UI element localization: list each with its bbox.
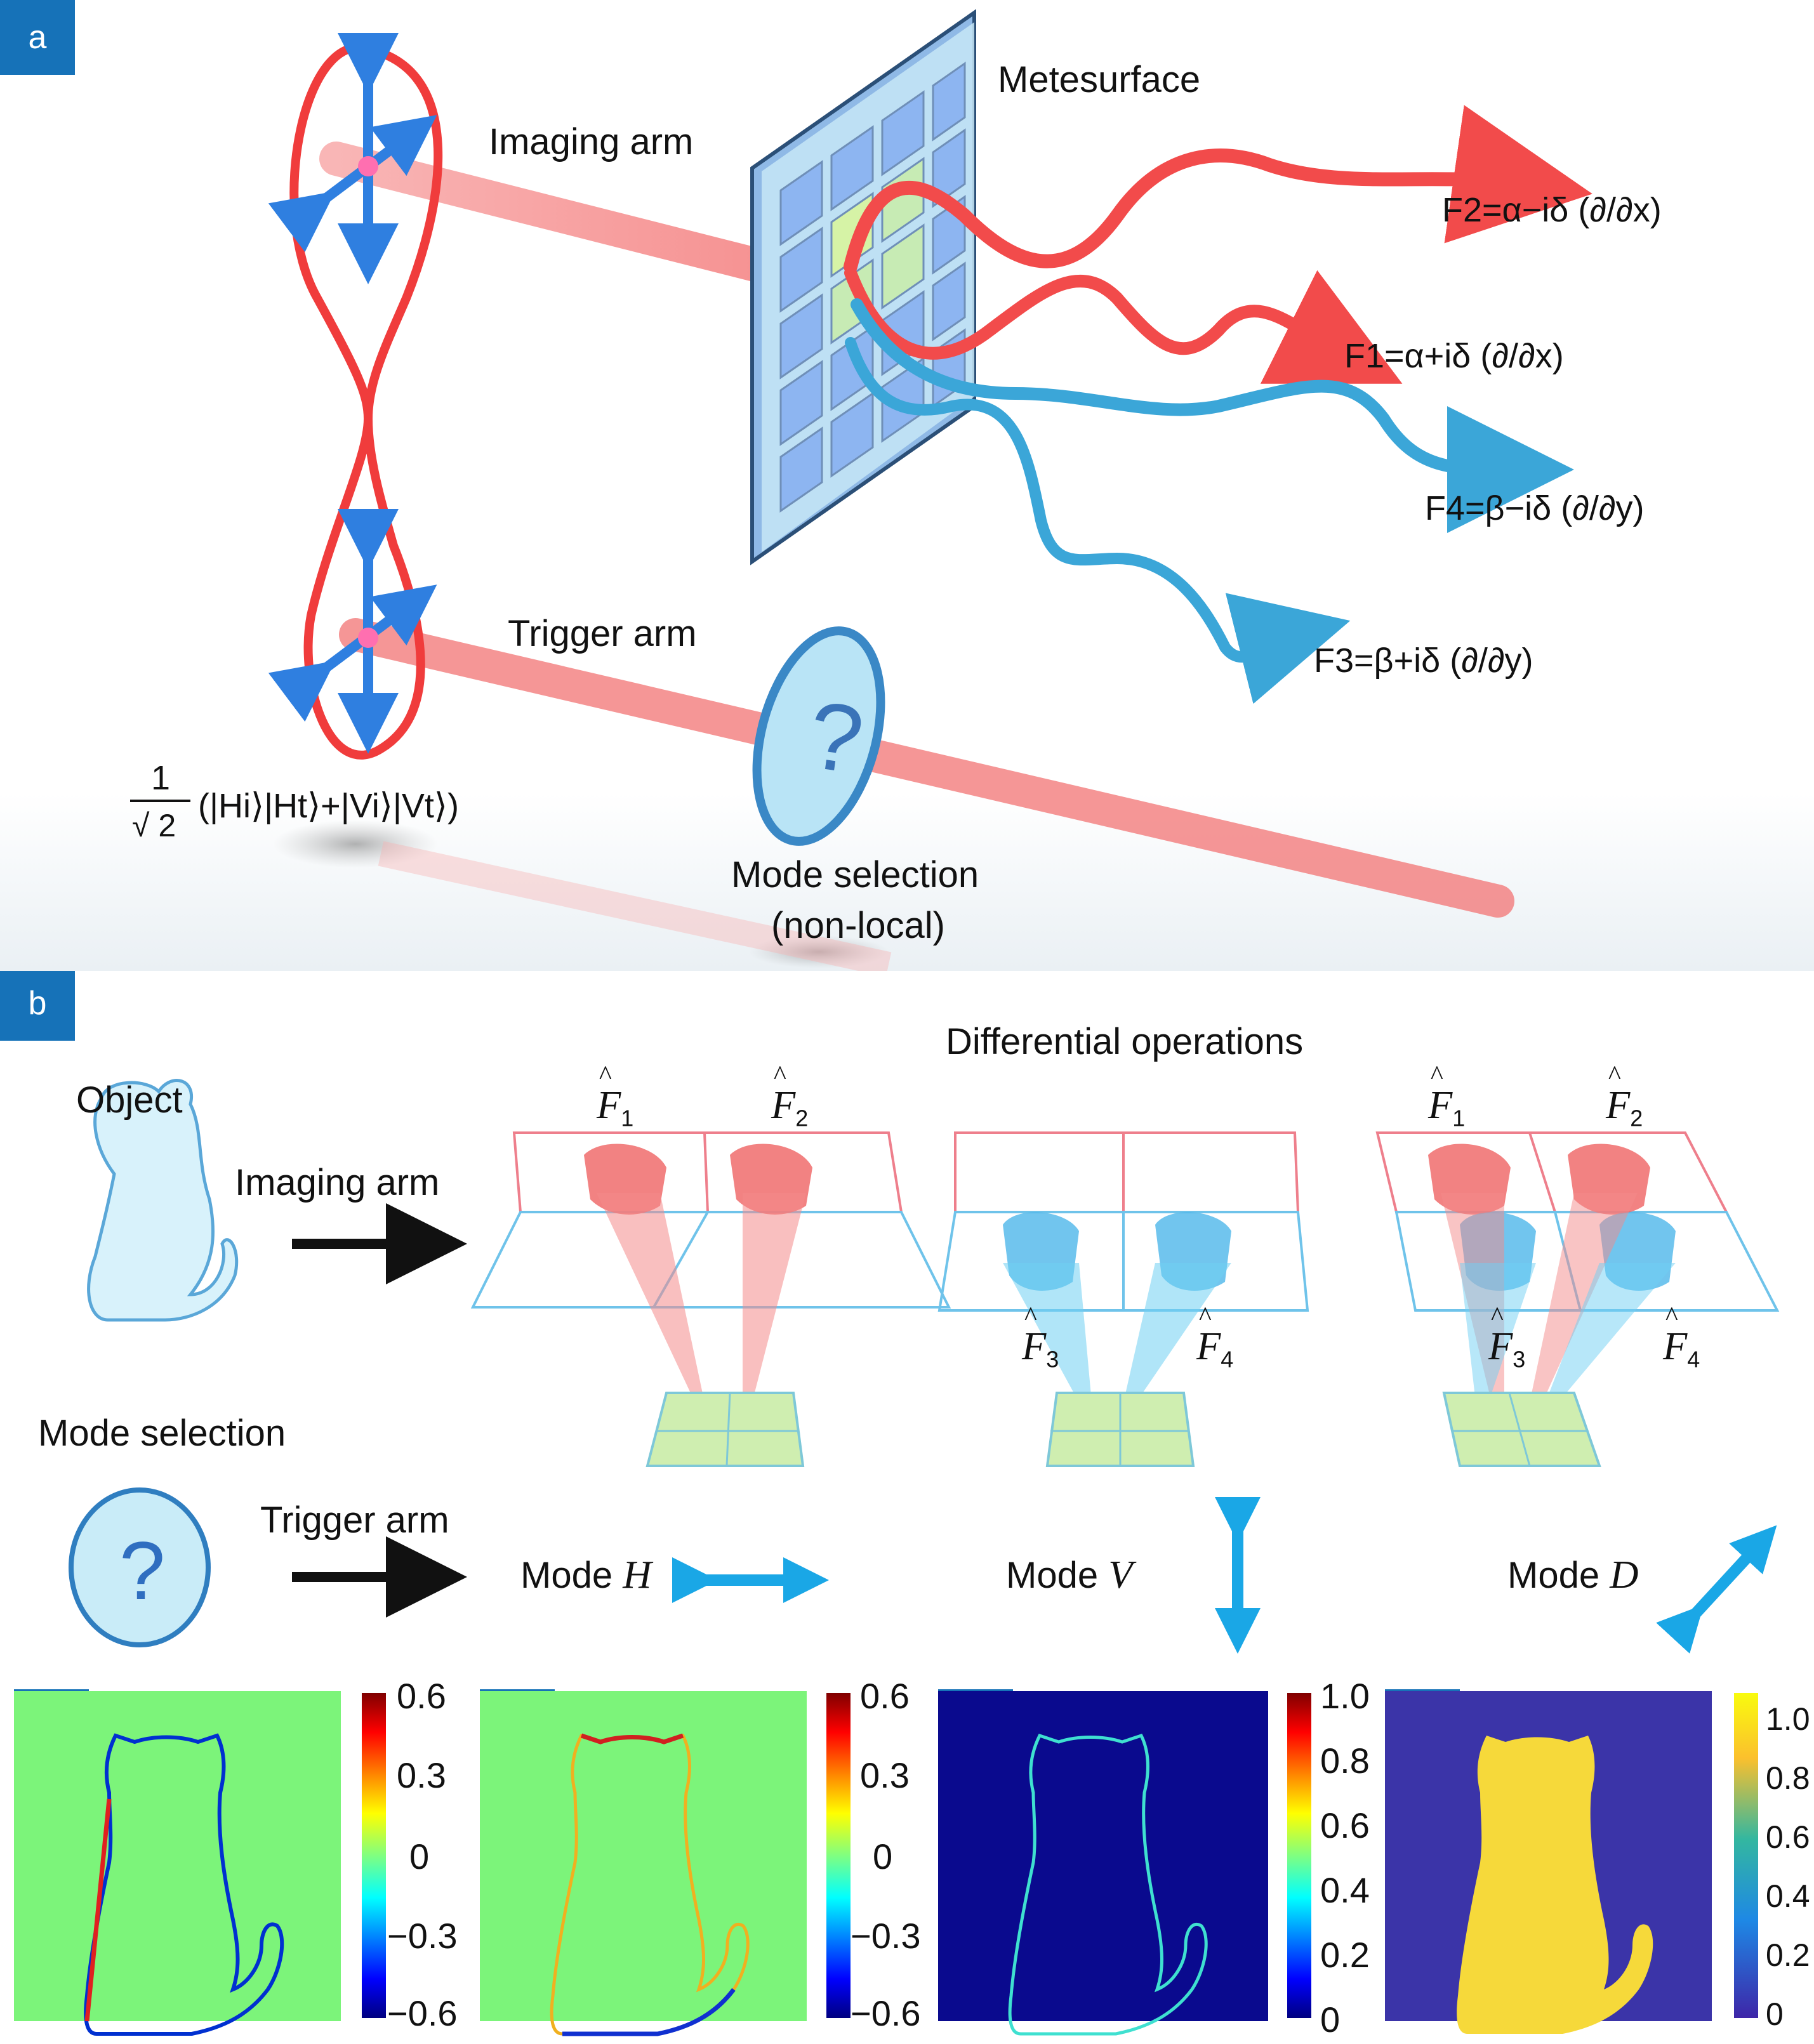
colorbar-d-tick: 0.6 [860,1676,910,1716]
mode-d-arrow [1656,1525,1777,1654]
mode-v-diagram [937,1131,1309,1467]
equation-F3: F3=β+iδ (∂/∂y) [1314,642,1533,680]
label-F4-d: F4 [1663,1302,1700,1373]
colorbar-d-tick: 0.3 [860,1755,910,1795]
panel-tag-b: b [0,966,75,1041]
colorbar-f-tick: 1.0 [1766,1701,1810,1737]
equation-F1: F1=α+iδ (∂/∂x) [1344,337,1564,375]
floor [0,793,1814,971]
mode-h-label: Mode H [520,1552,652,1597]
equation-F4: F4=β−iδ (∂/∂y) [1425,489,1645,527]
colorbar-c [362,1693,386,2018]
colorbar-e-tick: 0 [1320,2000,1341,2040]
mode-h-diagram [470,1131,951,1467]
colorbar-c-tick: 0.3 [397,1755,446,1795]
non-local-label: (non-local) [771,905,945,946]
trigger-arm-label: Trigger arm [508,613,697,654]
mode-v-label: Mode V [1006,1552,1133,1597]
label-F3-d: F3 [1488,1302,1525,1373]
mode-selection-label: Mode selection [731,854,979,895]
mode-selection-disk: ? [752,626,885,846]
colorbar-c-tick: −0.6 [387,1993,458,2033]
beam-reflection [378,841,892,971]
label-F4-v: F4 [1196,1302,1233,1373]
colorbar-f-tick: 0 [1766,1996,1784,2032]
mode-d-label: Mode D [1507,1552,1639,1597]
mode-selection-disk-b [69,1487,211,1647]
floor-shadow [273,820,438,868]
colorbar-e-tick: 0.6 [1320,1805,1370,1845]
colorbar-f-tick: 0.8 [1766,1760,1810,1796]
imaging-arm-label: Imaging arm [489,121,694,162]
map-e [938,1691,1268,2021]
label-F2-d: F2 [1606,1060,1643,1132]
mode-d-diagram [1375,1131,1780,1467]
colorbar-d [826,1693,851,2018]
state-denominator: √ 2 [132,808,176,843]
metasurface-label: Metesurface [998,59,1201,100]
map-c [14,1691,341,2021]
entanglement-loop [289,43,443,760]
entangled-state: (|Hi⟩|Ht⟩+|Vi⟩|Vt⟩) [198,787,459,825]
map-d [480,1691,807,2021]
colorbar-f-tick: 0.2 [1766,1937,1810,1973]
polarization-icon-bottom [268,509,437,754]
output-wave-F2 [844,105,1592,274]
imaging-arm-label-b: Imaging arm [235,1162,440,1203]
map-c-outline [86,1736,282,2034]
label-F1-d: F1 [1428,1060,1465,1132]
mode-v-letter: V [1108,1552,1133,1597]
trigger-arm-label-b: Trigger arm [260,1500,449,1541]
output-wave-F4 [851,298,1574,533]
map-d-outline [552,1733,748,2036]
output-wave-F1 [844,267,1403,384]
colorbar-e-tick: 0.4 [1320,1870,1370,1910]
colorbar-c-tick: −0.3 [387,1916,458,1956]
colorbar-f-tick: 0.4 [1766,1878,1810,1914]
panel-a-illustration: ? [0,9,1814,971]
panel-b-illustration [69,1079,1780,1654]
colorbar-e-tick: 0.2 [1320,1935,1370,1975]
mode-selection-label-b: Mode selection [38,1413,286,1454]
colorbar-f [1734,1693,1758,2018]
differential-operations-label: Differential operations [946,1021,1304,1062]
colorbar-e-tick: 0.8 [1320,1741,1370,1781]
colorbar-d-tick: −0.3 [851,1916,921,1956]
colorbar-c-tick: 0.6 [397,1676,446,1716]
colorbar-c-tick: 0 [409,1836,430,1876]
mode-h-letter: H [623,1552,652,1597]
equation-F2: F2=α−iδ (∂/∂x) [1442,191,1662,229]
trigger-beam [339,618,1514,918]
mode-d-letter: D [1610,1552,1639,1597]
floor-shadow [749,935,889,968]
output-wave-F3 [845,337,1351,704]
colorbar-e [1287,1693,1311,2018]
object-cat [87,1079,239,1322]
panel-tag-a: a [0,0,75,75]
colorbar-e-tick: 1.0 [1320,1676,1370,1716]
state-numerator: 1 [151,759,171,797]
polarization-icon-top [268,33,437,284]
label-F3-v: F3 [1022,1302,1059,1373]
label-F2-h: F2 [771,1060,808,1132]
colorbar-d-tick: −0.6 [851,1993,921,2033]
colorbar-f-tick: 0.6 [1766,1819,1810,1855]
colorbar-d-tick: 0 [873,1836,893,1876]
label-F1-h: F1 [597,1060,633,1132]
question-mark: ? [119,1524,166,1617]
object-label: Object [76,1079,183,1121]
